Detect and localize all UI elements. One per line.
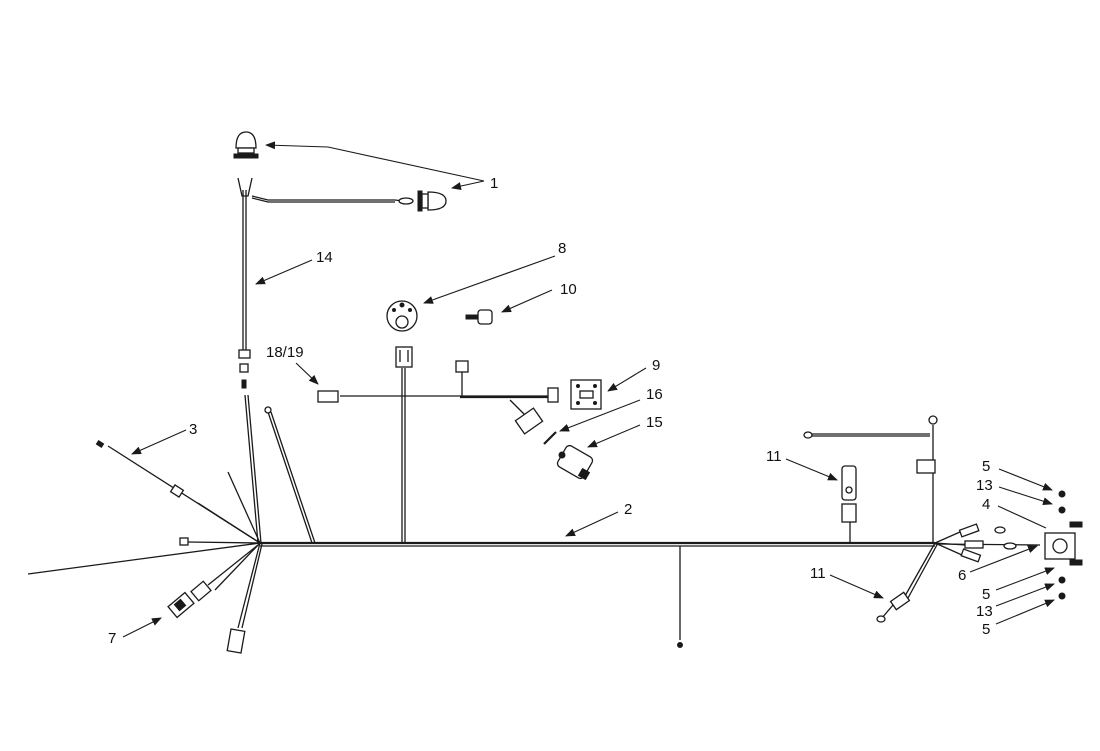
label-1: 1: [490, 175, 498, 192]
connector-3: [95, 439, 185, 498]
connector-7: [167, 580, 212, 619]
key-10: [465, 309, 493, 325]
branch-14: [237, 177, 414, 389]
upper-branch: [317, 346, 559, 543]
label-11-upper: 11: [766, 448, 782, 465]
label-5-top: 5: [982, 458, 990, 475]
label-2: 2: [624, 501, 632, 518]
label-13-bottom: 13: [976, 603, 993, 620]
label-7: 7: [108, 630, 116, 647]
main-harness: [260, 541, 935, 648]
label-5-bottom: 5: [982, 621, 990, 638]
clip-16: [543, 431, 557, 445]
connector-11-lower: [876, 591, 911, 623]
leader-lines: [122, 141, 1055, 638]
label-5-middle: 5: [982, 586, 990, 603]
ignition-switch-8: [386, 300, 418, 332]
label-16: 16: [646, 386, 663, 403]
label-14: 14: [316, 249, 333, 266]
lamp-right: [417, 190, 447, 212]
label-8: 8: [558, 240, 566, 257]
label-11-lower: 11: [810, 565, 826, 582]
right-fanout: [904, 523, 1041, 599]
label-13-top: 13: [976, 477, 993, 494]
label-18-19: 18/19: [266, 344, 304, 361]
hardware-stack: [1058, 490, 1066, 600]
label-3: 3: [189, 421, 197, 438]
right-branch: [803, 415, 938, 543]
solenoid-15: [556, 444, 594, 481]
connector-bottom-left: [226, 628, 246, 654]
lamp-top: [233, 131, 259, 159]
relay-block-6: [1044, 521, 1083, 566]
label-10: 10: [560, 281, 577, 298]
label-6: 6: [958, 567, 966, 584]
label-4: 4: [982, 496, 990, 513]
label-15: 15: [646, 414, 663, 431]
callout-labels: 1 14 8 10 18/19 9 16 15 3 2 11 11 7 5 13…: [108, 175, 993, 647]
label-9: 9: [652, 357, 660, 374]
left-fanout-wires: [27, 394, 316, 629]
plate-9: [570, 379, 602, 410]
